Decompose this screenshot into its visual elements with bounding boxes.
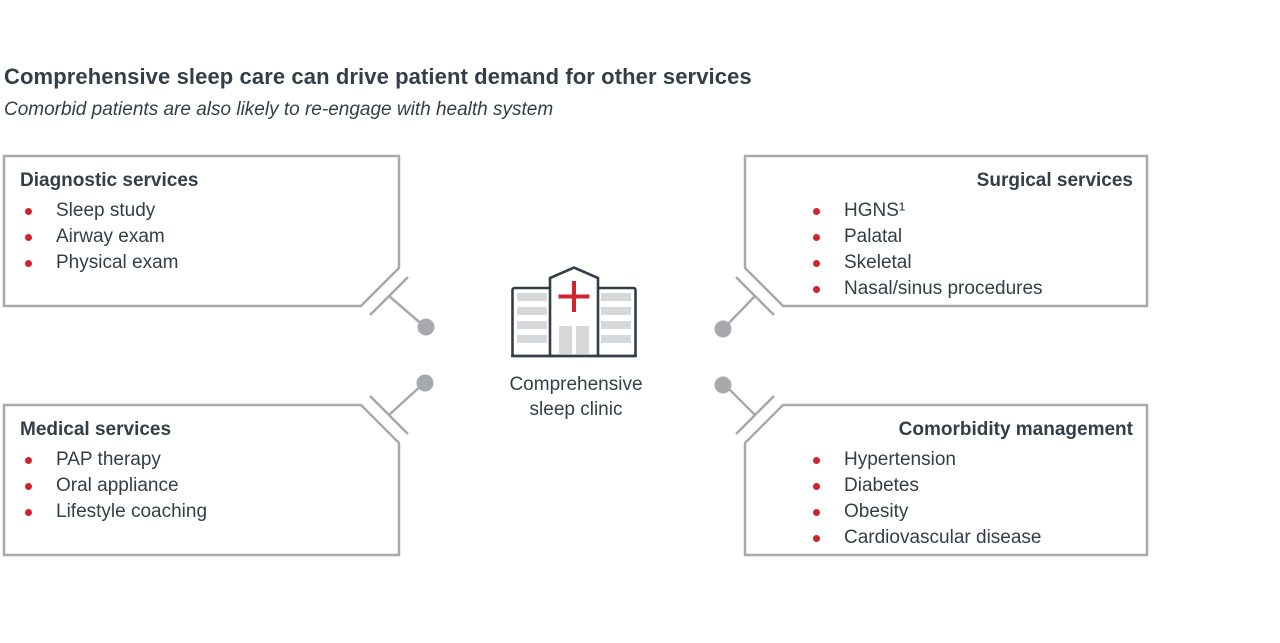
medical-cross-icon <box>558 281 590 312</box>
list-item: Diabetes <box>813 473 1133 499</box>
box-border-medical <box>2 403 401 557</box>
list-item: Cardiovascular disease <box>813 525 1133 551</box>
bullet-icon <box>813 483 820 490</box>
box-title: Medical services <box>20 419 172 440</box>
list-item-label: HGNS¹ <box>844 200 906 221</box>
connector-line <box>388 295 426 328</box>
box-border-diagnostic <box>2 154 401 308</box>
box-border-comorbidity <box>743 403 1149 557</box>
bullet-icon <box>813 457 820 464</box>
list-item-label: Skeletal <box>844 252 912 273</box>
list-item: HGNS¹ <box>813 198 1133 224</box>
connector-dot <box>417 318 435 336</box>
list-item-label: Hypertension <box>844 449 956 470</box>
clinic-label: Comprehensive sleep clinic <box>494 372 658 422</box>
bullet-icon <box>25 509 32 516</box>
bullet-icon <box>813 208 820 215</box>
list-item-label: Palatal <box>844 226 903 247</box>
hospital-windows <box>517 293 631 343</box>
box-medical-services: Medical services PAP therapy Oral applia… <box>4 405 399 555</box>
clinic-label-line1: Comprehensive <box>509 374 643 395</box>
connector-line <box>723 295 756 329</box>
bullet-icon <box>813 286 820 293</box>
bullet-icon <box>813 509 820 516</box>
list-item: Lifestyle coaching <box>25 499 384 525</box>
list-item-label: Sleep study <box>56 200 156 221</box>
hospital-building-icon <box>511 266 637 358</box>
list-item-label: PAP therapy <box>56 449 161 470</box>
list-item: Oral appliance <box>25 473 384 499</box>
box-title: Comorbidity management <box>898 419 1133 440</box>
slide-title: Comprehensive sleep care can drive patie… <box>4 64 752 89</box>
list-item-label: Oral appliance <box>56 475 179 496</box>
bullet-icon <box>25 483 32 490</box>
box-diagnostic-services: Diagnostic services Sleep study Airway e… <box>4 156 399 306</box>
bullet-icon <box>813 260 820 267</box>
connector-dot <box>714 320 732 338</box>
service-list: Sleep study Airway exam Physical exam <box>25 198 384 276</box>
bullet-icon <box>813 234 820 241</box>
bullet-icon <box>25 457 32 464</box>
box-comorbidity-management: Comorbidity management Hypertension Diab… <box>745 405 1148 555</box>
bullet-icon <box>25 234 32 241</box>
list-item: Hypertension <box>813 447 1133 473</box>
clinic-label-line2: sleep clinic <box>529 399 623 420</box>
list-item-label: Obesity <box>844 501 909 522</box>
connector-line <box>388 382 425 416</box>
box-title: Diagnostic services <box>20 170 199 191</box>
list-item-label: Physical exam <box>56 252 179 273</box>
list-item-label: Lifestyle coaching <box>56 501 208 522</box>
bullet-icon <box>813 535 820 542</box>
list-item-label: Airway exam <box>56 226 165 247</box>
service-list: HGNS¹ Palatal Skeletal Nasal/sinus proce… <box>813 198 1133 302</box>
list-item-label: Cardiovascular disease <box>844 527 1042 548</box>
list-item: Airway exam <box>25 224 384 250</box>
box-border-surgical <box>743 154 1149 308</box>
service-list: Hypertension Diabetes Obesity Cardiovasc… <box>813 447 1133 551</box>
list-item: PAP therapy <box>25 447 384 473</box>
connector-dot <box>714 376 732 394</box>
list-item: Obesity <box>813 499 1133 525</box>
list-item: Palatal <box>813 224 1133 250</box>
bullet-icon <box>25 260 32 267</box>
bullet-icon <box>25 208 32 215</box>
list-item-label: Diabetes <box>844 475 919 496</box>
box-title: Surgical services <box>976 170 1133 191</box>
box-surgical-services: Surgical services HGNS¹ Palatal Skeletal <box>745 156 1148 306</box>
connector-dot <box>416 374 434 392</box>
hospital-doors <box>559 326 589 354</box>
list-item: Skeletal <box>813 250 1133 276</box>
list-item-label: Nasal/sinus procedures <box>844 278 1043 299</box>
list-item: Nasal/sinus procedures <box>813 276 1133 302</box>
list-item: Physical exam <box>25 250 384 276</box>
slide-subtitle: Comorbid patients are also likely to re-… <box>4 99 554 120</box>
service-list: PAP therapy Oral appliance Lifestyle coa… <box>25 447 384 525</box>
list-item: Sleep study <box>25 198 384 224</box>
